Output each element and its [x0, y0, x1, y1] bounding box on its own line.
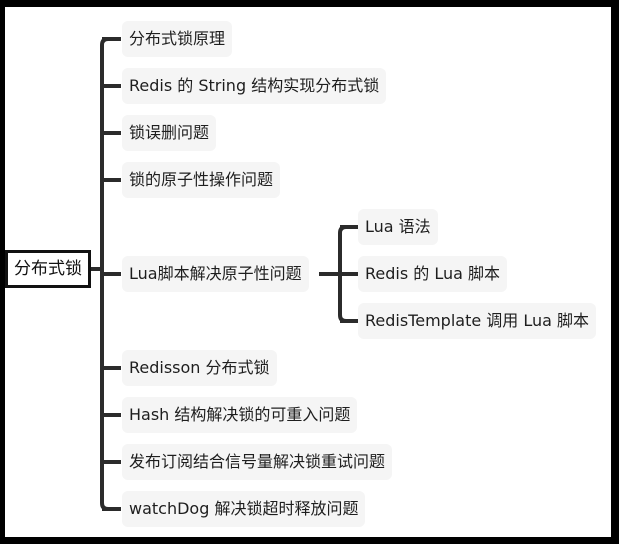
- sub-node-redistemplate-lua[interactable]: RedisTemplate 调用 Lua 脚本: [358, 303, 597, 339]
- branch-node-0[interactable]: 分布式锁原理: [122, 21, 233, 57]
- branch-node-7[interactable]: 发布订阅结合信号量解决锁重试问题: [122, 444, 393, 480]
- branch-node-3[interactable]: 锁的原子性操作问题: [122, 162, 281, 198]
- branch-node-2[interactable]: 锁误删问题: [122, 115, 217, 151]
- sub-node-lua-syntax[interactable]: Lua 语法: [358, 209, 438, 245]
- branch-node-5[interactable]: Redisson 分布式锁: [122, 350, 277, 386]
- branch-node-8[interactable]: watchDog 解决锁超时释放问题: [122, 491, 366, 527]
- connector-lines: [91, 37, 358, 511]
- root-node[interactable]: 分布式锁: [5, 250, 91, 288]
- branch-node-1[interactable]: Redis 的 String 结构实现分布式锁: [122, 68, 387, 104]
- branch-node-4[interactable]: Lua脚本解决原子性问题: [122, 256, 309, 292]
- branch-node-6[interactable]: Hash 结构解决锁的可重入问题: [122, 397, 358, 433]
- mindmap-canvas: 分布式锁 分布式锁原理 Redis 的 String 结构实现分布式锁 锁误删问…: [5, 7, 611, 537]
- sub-node-redis-lua[interactable]: Redis 的 Lua 脚本: [358, 256, 508, 292]
